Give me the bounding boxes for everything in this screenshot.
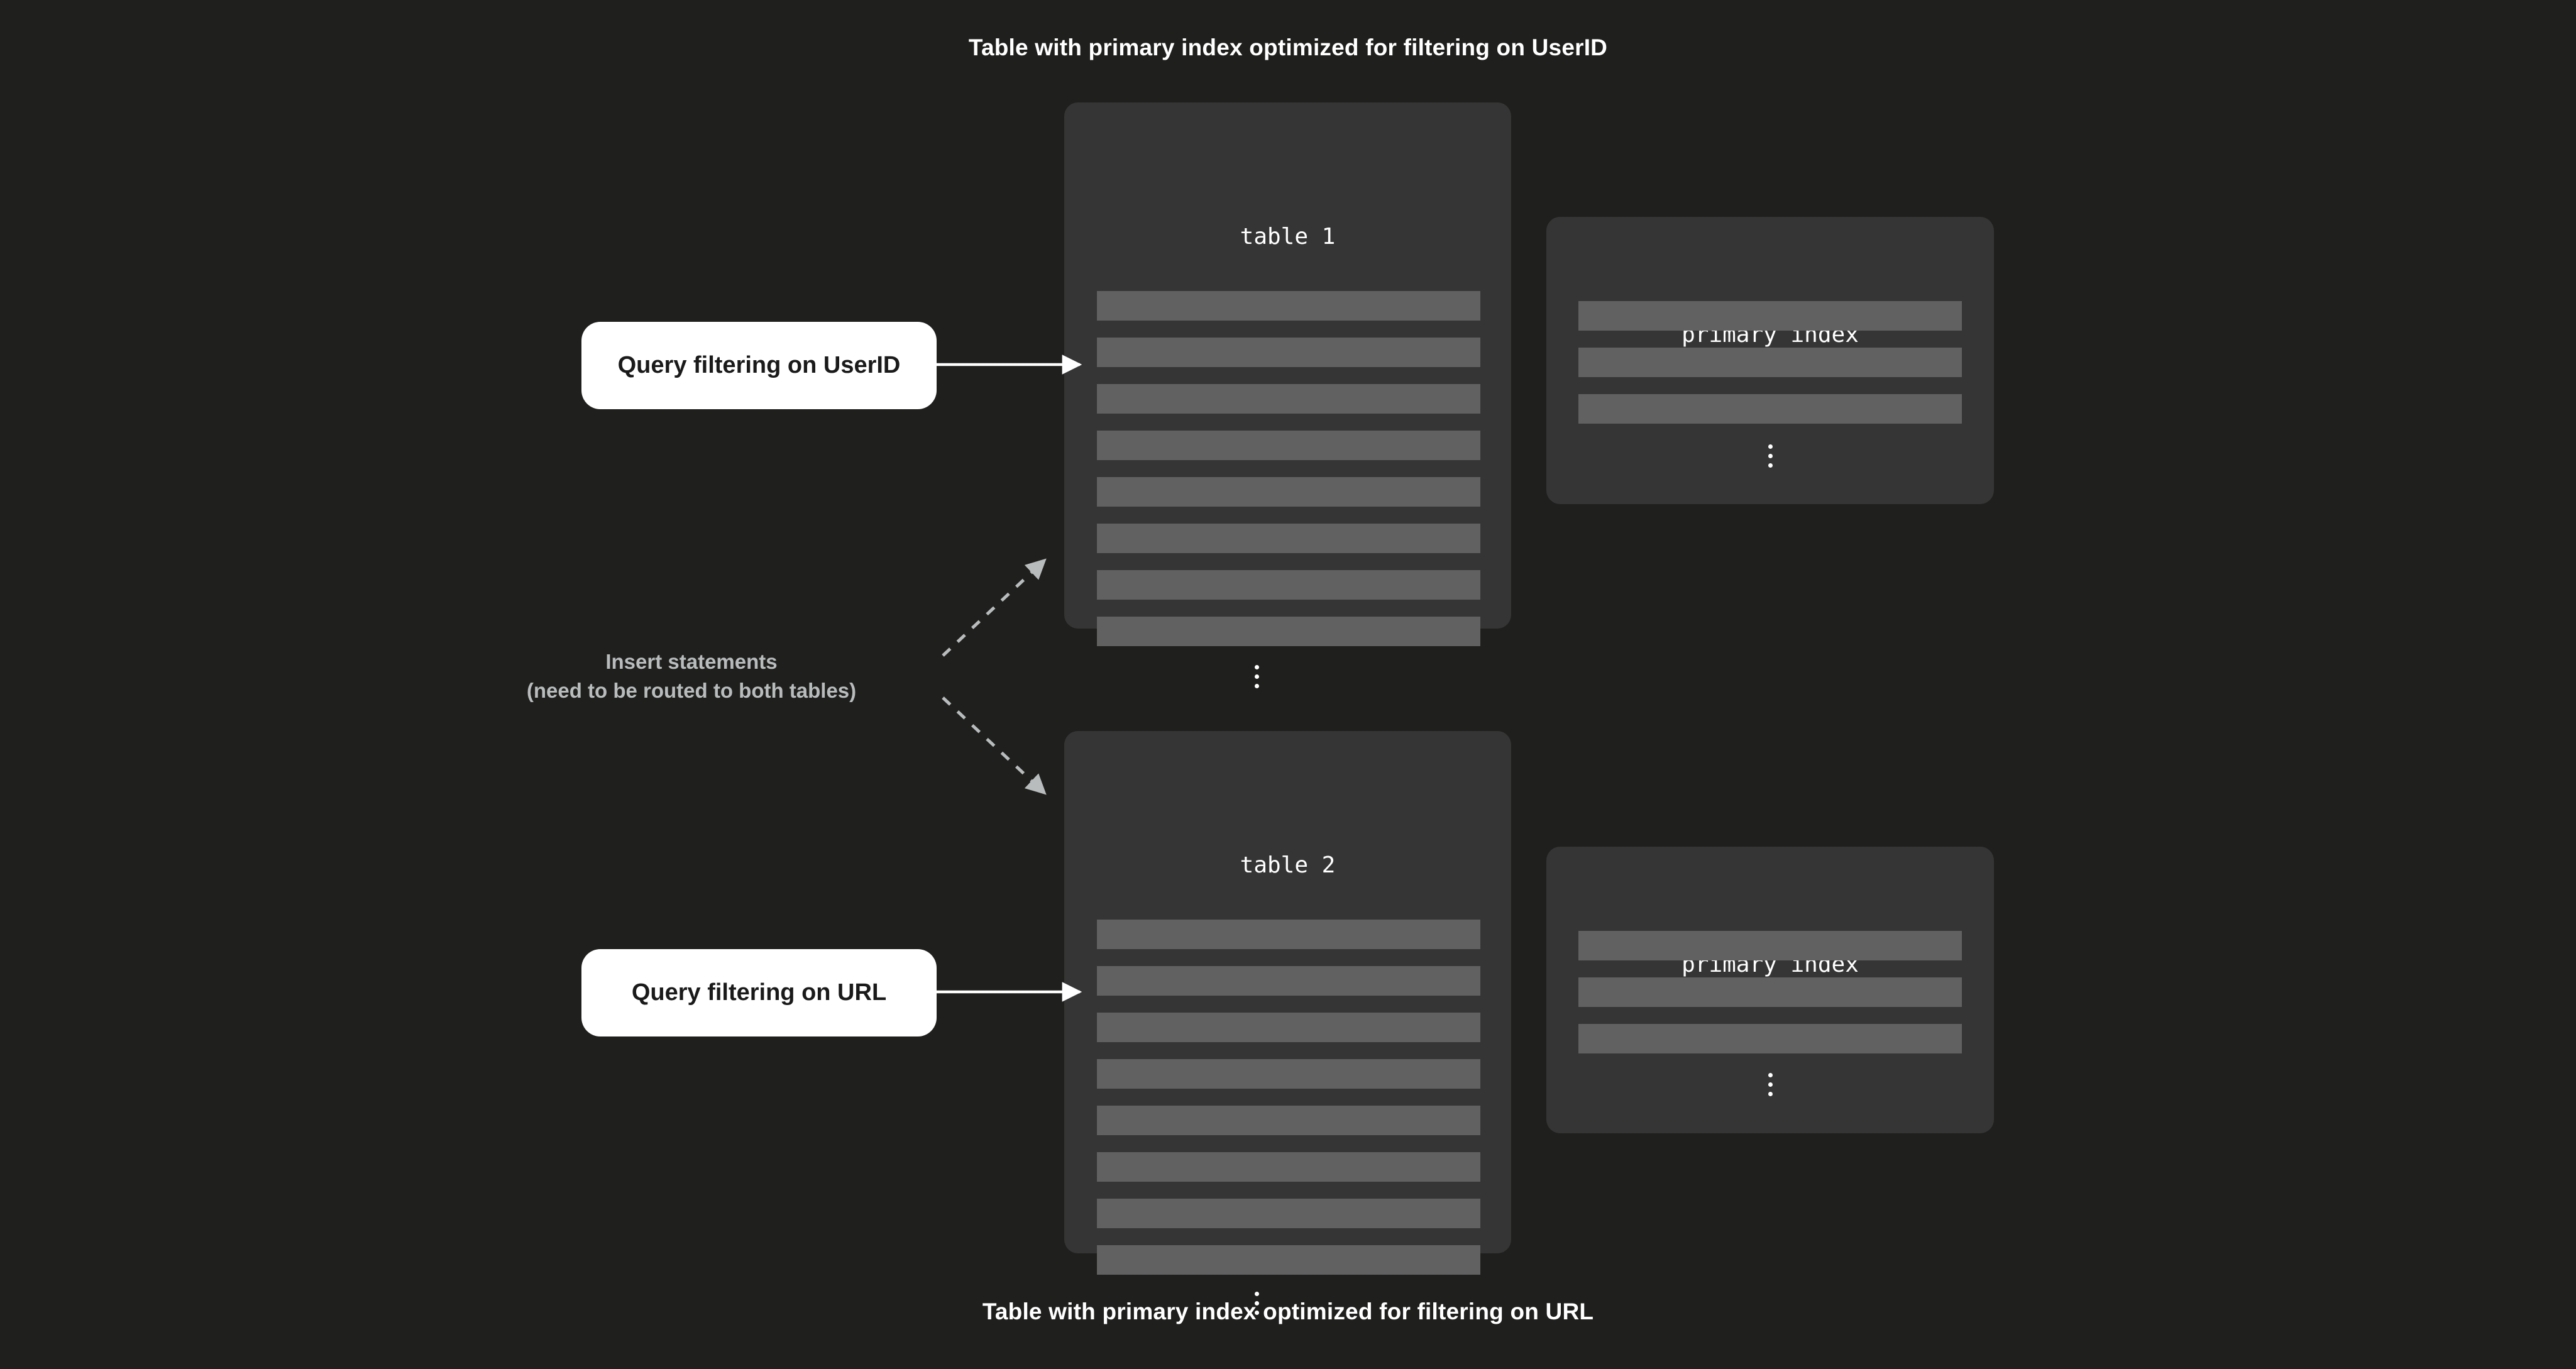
table-row [1097, 1152, 1480, 1182]
vertical-ellipsis-icon [1764, 444, 1776, 468]
table-row [1097, 524, 1480, 553]
arrow-insert-to-table2 [942, 696, 1047, 795]
index-row [1578, 977, 1962, 1007]
primary-index-1-card: primary index [1546, 217, 1994, 504]
table-row [1097, 570, 1480, 600]
bottom-caption: Table with primary index optimized for f… [982, 1299, 1594, 1324]
table-row [1097, 338, 1480, 367]
index-row [1578, 348, 1962, 377]
arrow-insert-to-table1 [942, 558, 1047, 657]
query-filtering-userid-label: Query filtering on UserID [617, 352, 901, 378]
table-2-title: table 2 [1240, 852, 1336, 878]
table-row [1097, 1106, 1480, 1135]
query-filtering-url-label: Query filtering on URL [631, 979, 887, 1006]
query-filtering-userid-box[interactable]: Query filtering on UserID [581, 322, 937, 409]
table-row [1097, 1199, 1480, 1228]
table-2-card: table 2 [1064, 731, 1511, 1315]
insert-statements-note-line2: (need to be routed to both tables) [526, 678, 857, 702]
table-row [1097, 291, 1480, 321]
index-row [1578, 301, 1962, 331]
insert-statements-note: Insert statements (need to be routed to … [465, 647, 918, 705]
query-filtering-url-box[interactable]: Query filtering on URL [581, 949, 937, 1036]
primary-index-2-card: primary index [1546, 847, 1994, 1133]
vertical-ellipsis-icon [1764, 1073, 1776, 1096]
table-row [1097, 477, 1480, 507]
table-1-card: table 1 [1064, 102, 1511, 688]
top-caption: Table with primary index optimized for f… [968, 35, 1608, 60]
index-row [1578, 931, 1962, 960]
vertical-ellipsis-icon [1250, 1292, 1263, 1315]
vertical-ellipsis-icon [1250, 665, 1263, 688]
table-row [1097, 384, 1480, 414]
index-row [1578, 1024, 1962, 1053]
insert-statements-note-line1: Insert statements [605, 650, 778, 673]
table-row [1097, 920, 1480, 949]
table-row [1097, 1013, 1480, 1042]
table-1-title: table 1 [1240, 224, 1336, 250]
table-row [1097, 617, 1480, 646]
index-row [1578, 394, 1962, 424]
table-row [1097, 966, 1480, 996]
table-row [1097, 431, 1480, 460]
table-row [1097, 1245, 1480, 1275]
table-row [1097, 1059, 1480, 1089]
